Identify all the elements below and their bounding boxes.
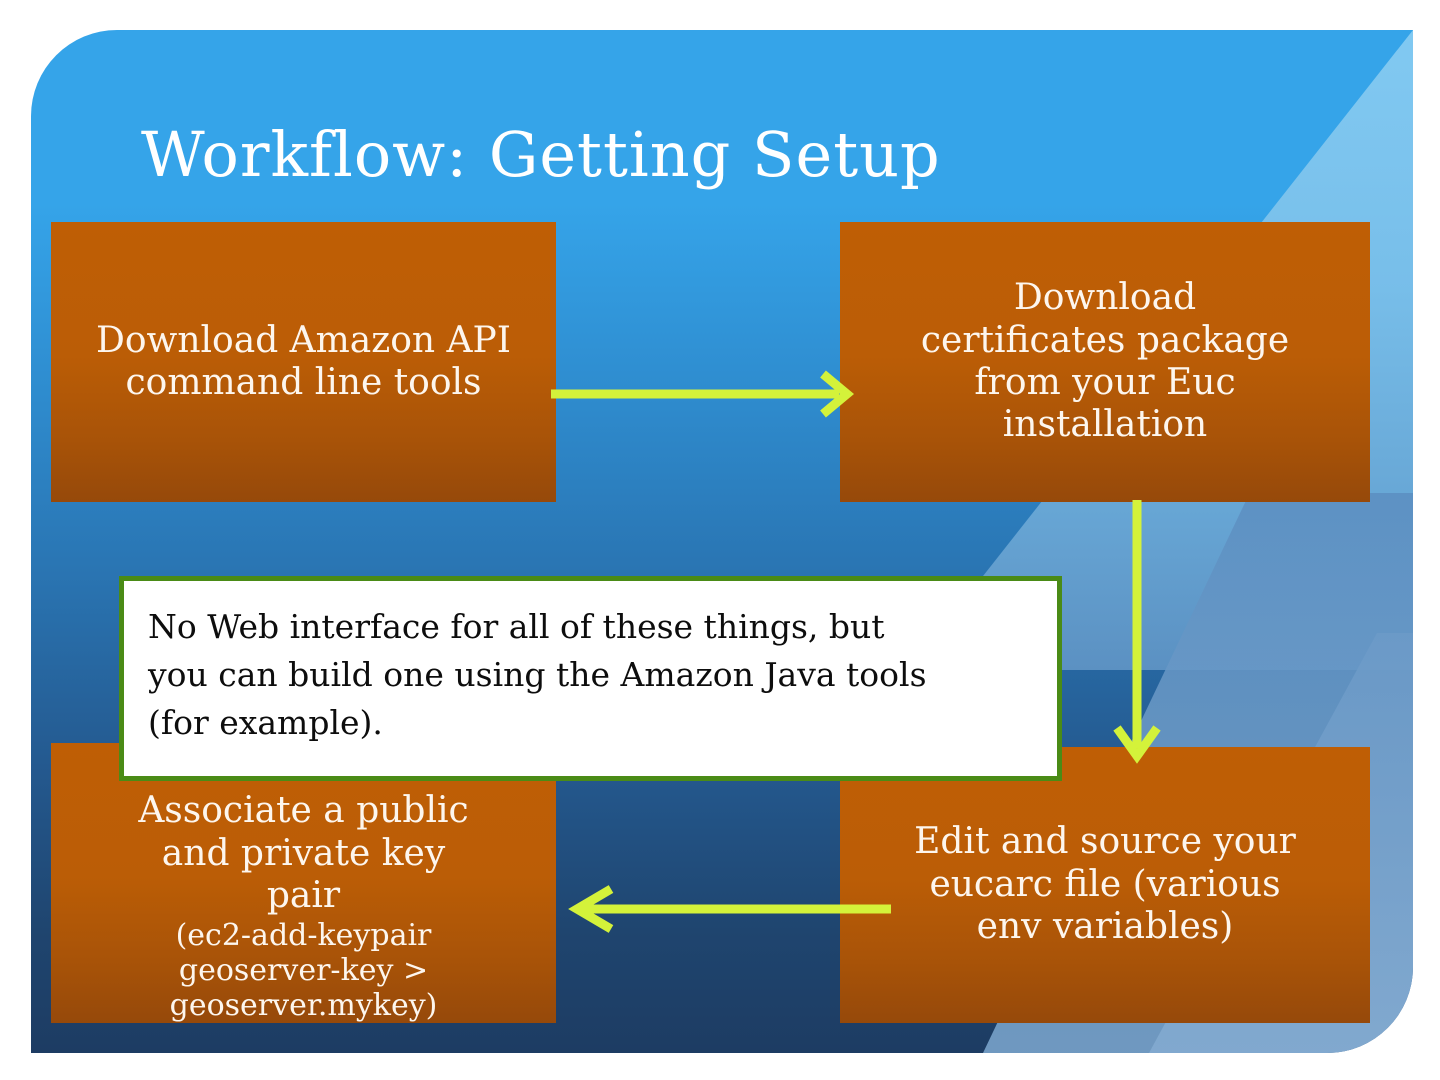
note-callout[interactable]: No Web interface for all of these things…	[119, 576, 1062, 781]
page-title: Workflow: Getting Setup	[141, 118, 941, 191]
process-box-certs-line-4: installation	[1002, 404, 1208, 446]
process-box-certs-text: Download certificates package from your …	[840, 277, 1370, 447]
note-line-3: (for example).	[148, 702, 383, 742]
process-box-eucarc-text: Edit and source your eucarc file (variou…	[840, 821, 1370, 948]
process-box-certs-line-2: certificates package	[920, 319, 1290, 361]
process-box-download-tools[interactable]: Download Amazon API command line tools	[51, 222, 556, 502]
process-box-certs-line-1: Download	[1013, 277, 1197, 319]
process-box-tools-line-1: Download Amazon API	[96, 319, 511, 361]
slide-canvas: Workflow: Getting Setup Download Amazon …	[31, 30, 1413, 1053]
process-box-keypair-line-3: pair	[266, 875, 341, 917]
process-box-keypair-command-line-3: geoserver.mykey)	[169, 988, 438, 1024]
process-box-tools-line-2: command line tools	[125, 362, 482, 403]
process-box-associate-keypair[interactable]: Associate a public and private key pair …	[51, 743, 556, 1023]
arrow-down-certificates-to-eucarc	[1111, 500, 1163, 764]
arrow-left-eucarc-to-keypair	[568, 885, 891, 933]
note-line-2: you can build one using the Amazon Java …	[148, 654, 927, 694]
process-box-keypair-command-line-2: geoserver-key >	[178, 953, 429, 988]
process-box-keypair-line-1: Associate a public	[138, 790, 469, 832]
process-box-eucarc-line-2: eucarc file (various	[929, 863, 1281, 905]
note-line-1: No Web interface for all of these things…	[148, 607, 885, 646]
process-box-certs-line-3: from your Euc	[974, 362, 1236, 403]
process-box-edit-eucarc[interactable]: Edit and source your eucarc file (variou…	[840, 747, 1370, 1023]
arrow-right-tools-to-certificates	[551, 370, 855, 418]
process-box-keypair-line-2: and private key	[161, 832, 446, 874]
process-box-download-certificates[interactable]: Download certificates package from your …	[840, 222, 1370, 502]
process-box-eucarc-line-1: Edit and source your	[914, 821, 1296, 863]
process-box-eucarc-line-3: env variables)	[976, 906, 1234, 948]
process-box-tools-text: Download Amazon API command line tools	[51, 320, 556, 405]
process-box-keypair-command-line-1: (ec2-add-keypair	[175, 917, 432, 953]
process-box-keypair-text: Associate a public and private key pair …	[51, 790, 556, 1024]
